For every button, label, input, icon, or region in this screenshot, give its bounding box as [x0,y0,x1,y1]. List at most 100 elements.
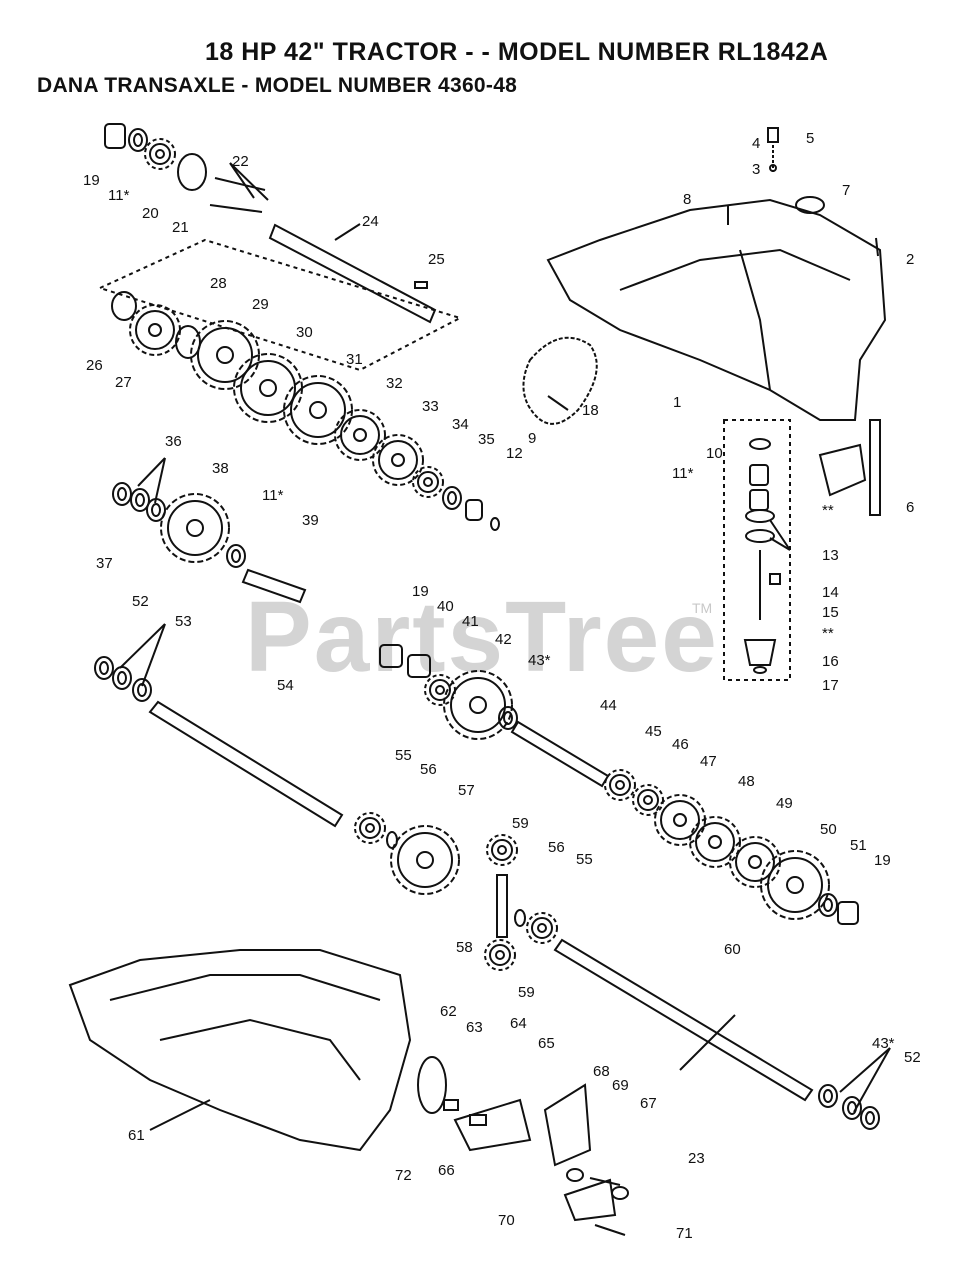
callout-47: 47 [700,753,717,770]
callout-7: 7 [842,182,850,199]
callout-57: 57 [458,782,475,799]
callout-38: 38 [212,460,229,477]
callout-56: 56 [420,761,437,778]
diagram-title: 18 HP 42" TRACTOR - - MODEL NUMBER RL184… [205,38,829,66]
callout-62: 62 [440,1003,457,1020]
callout-32: 32 [386,375,403,392]
callout-63: 63 [466,1019,483,1036]
callout-20: 20 [142,205,159,222]
callout-37: 37 [96,555,113,572]
callout-29: 29 [252,296,269,313]
callout-double-star-1: ** [822,502,834,519]
callout-9: 9 [528,430,536,447]
watermark: PartsTree [245,581,719,693]
callout-58: 58 [456,939,473,956]
callout-14: 14 [822,584,839,601]
callout-24: 24 [362,213,379,230]
callout-72: 72 [395,1167,412,1184]
callout-60: 60 [724,941,741,958]
callout-17: 17 [822,677,839,694]
callout-56b: 56 [548,839,565,856]
callout-2: 2 [906,251,914,268]
callout-25: 25 [428,251,445,268]
callout-54: 54 [277,677,294,694]
callout-13: 13 [822,547,839,564]
drive-chain [522,336,598,425]
lower-case-housing [68,949,412,1152]
upper-case-housing [546,127,887,421]
callout-68: 68 [593,1063,610,1080]
callout-5: 5 [806,130,814,147]
callout-66: 66 [438,1162,455,1179]
callout-10: 10 [706,445,723,462]
leader-lines [97,162,891,1131]
part-callouts: 19 11* 20 21 22 24 25 26 27 28 29 30 31 … [83,130,921,1242]
callout-71: 71 [676,1225,693,1242]
right-axle-assembly [553,938,880,1130]
callout-18: 18 [582,402,599,419]
callout-28: 28 [210,275,227,292]
callout-41: 41 [462,613,479,630]
callout-43b: 43* [872,1035,895,1052]
callout-26: 26 [86,357,103,374]
brake-shaft-assembly [743,419,881,674]
input-shaft-assembly [104,123,437,324]
left-axle-assembly [94,656,460,895]
callout-19: 19 [83,172,100,189]
callout-3: 3 [752,161,760,178]
callout-49: 49 [776,795,793,812]
countershaft-gears [604,769,859,925]
callout-70: 70 [498,1212,515,1229]
callout-19b: 19 [412,583,429,600]
callout-42: 42 [495,631,512,648]
shift-linkage-assembly [417,1056,629,1236]
callout-39: 39 [302,512,319,529]
callout-64: 64 [510,1015,527,1032]
callout-23: 23 [688,1150,705,1167]
callout-52b: 52 [904,1049,921,1066]
callout-31: 31 [346,351,363,368]
watermark-trademark: TM [692,600,713,616]
callout-45: 45 [645,723,662,740]
callout-53: 53 [175,613,192,630]
callout-55b: 55 [576,851,593,868]
callout-double-star-2: ** [822,625,834,642]
callout-34: 34 [452,416,469,433]
callout-61: 61 [128,1127,145,1144]
callout-27: 27 [115,374,132,391]
callout-35: 35 [478,431,495,448]
callout-51: 51 [850,837,867,854]
callout-1: 1 [673,394,681,411]
callout-30: 30 [296,324,313,341]
callout-55: 55 [395,747,412,764]
callout-22: 22 [232,153,249,170]
callout-67: 67 [640,1095,657,1112]
callout-19c: 19 [874,852,891,869]
callout-11c: 11* [672,465,694,482]
intermediate-shaft-assembly [379,644,610,788]
callout-12: 12 [506,445,523,462]
gear-cluster [111,291,500,531]
callout-36: 36 [165,433,182,450]
callout-48: 48 [738,773,755,790]
callout-11: 11* [108,187,130,204]
callout-59b: 59 [518,984,535,1001]
callout-8: 8 [683,191,691,208]
callout-69: 69 [612,1077,629,1094]
callout-59: 59 [512,815,529,832]
callout-15: 15 [822,604,839,621]
callout-33: 33 [422,398,439,415]
callout-4: 4 [752,135,760,152]
callout-11b: 11* [262,487,284,504]
diagram-subtitle: DANA TRANSAXLE - MODEL NUMBER 4360-48 [37,74,518,97]
cluster-gear-assembly [112,482,307,604]
callout-46: 46 [672,736,689,753]
callout-43: 43* [528,652,551,669]
callout-44: 44 [600,697,617,714]
callout-52: 52 [132,593,149,610]
callout-16: 16 [822,653,839,670]
callout-6: 6 [906,499,914,516]
callout-21: 21 [172,219,189,236]
callout-50: 50 [820,821,837,838]
